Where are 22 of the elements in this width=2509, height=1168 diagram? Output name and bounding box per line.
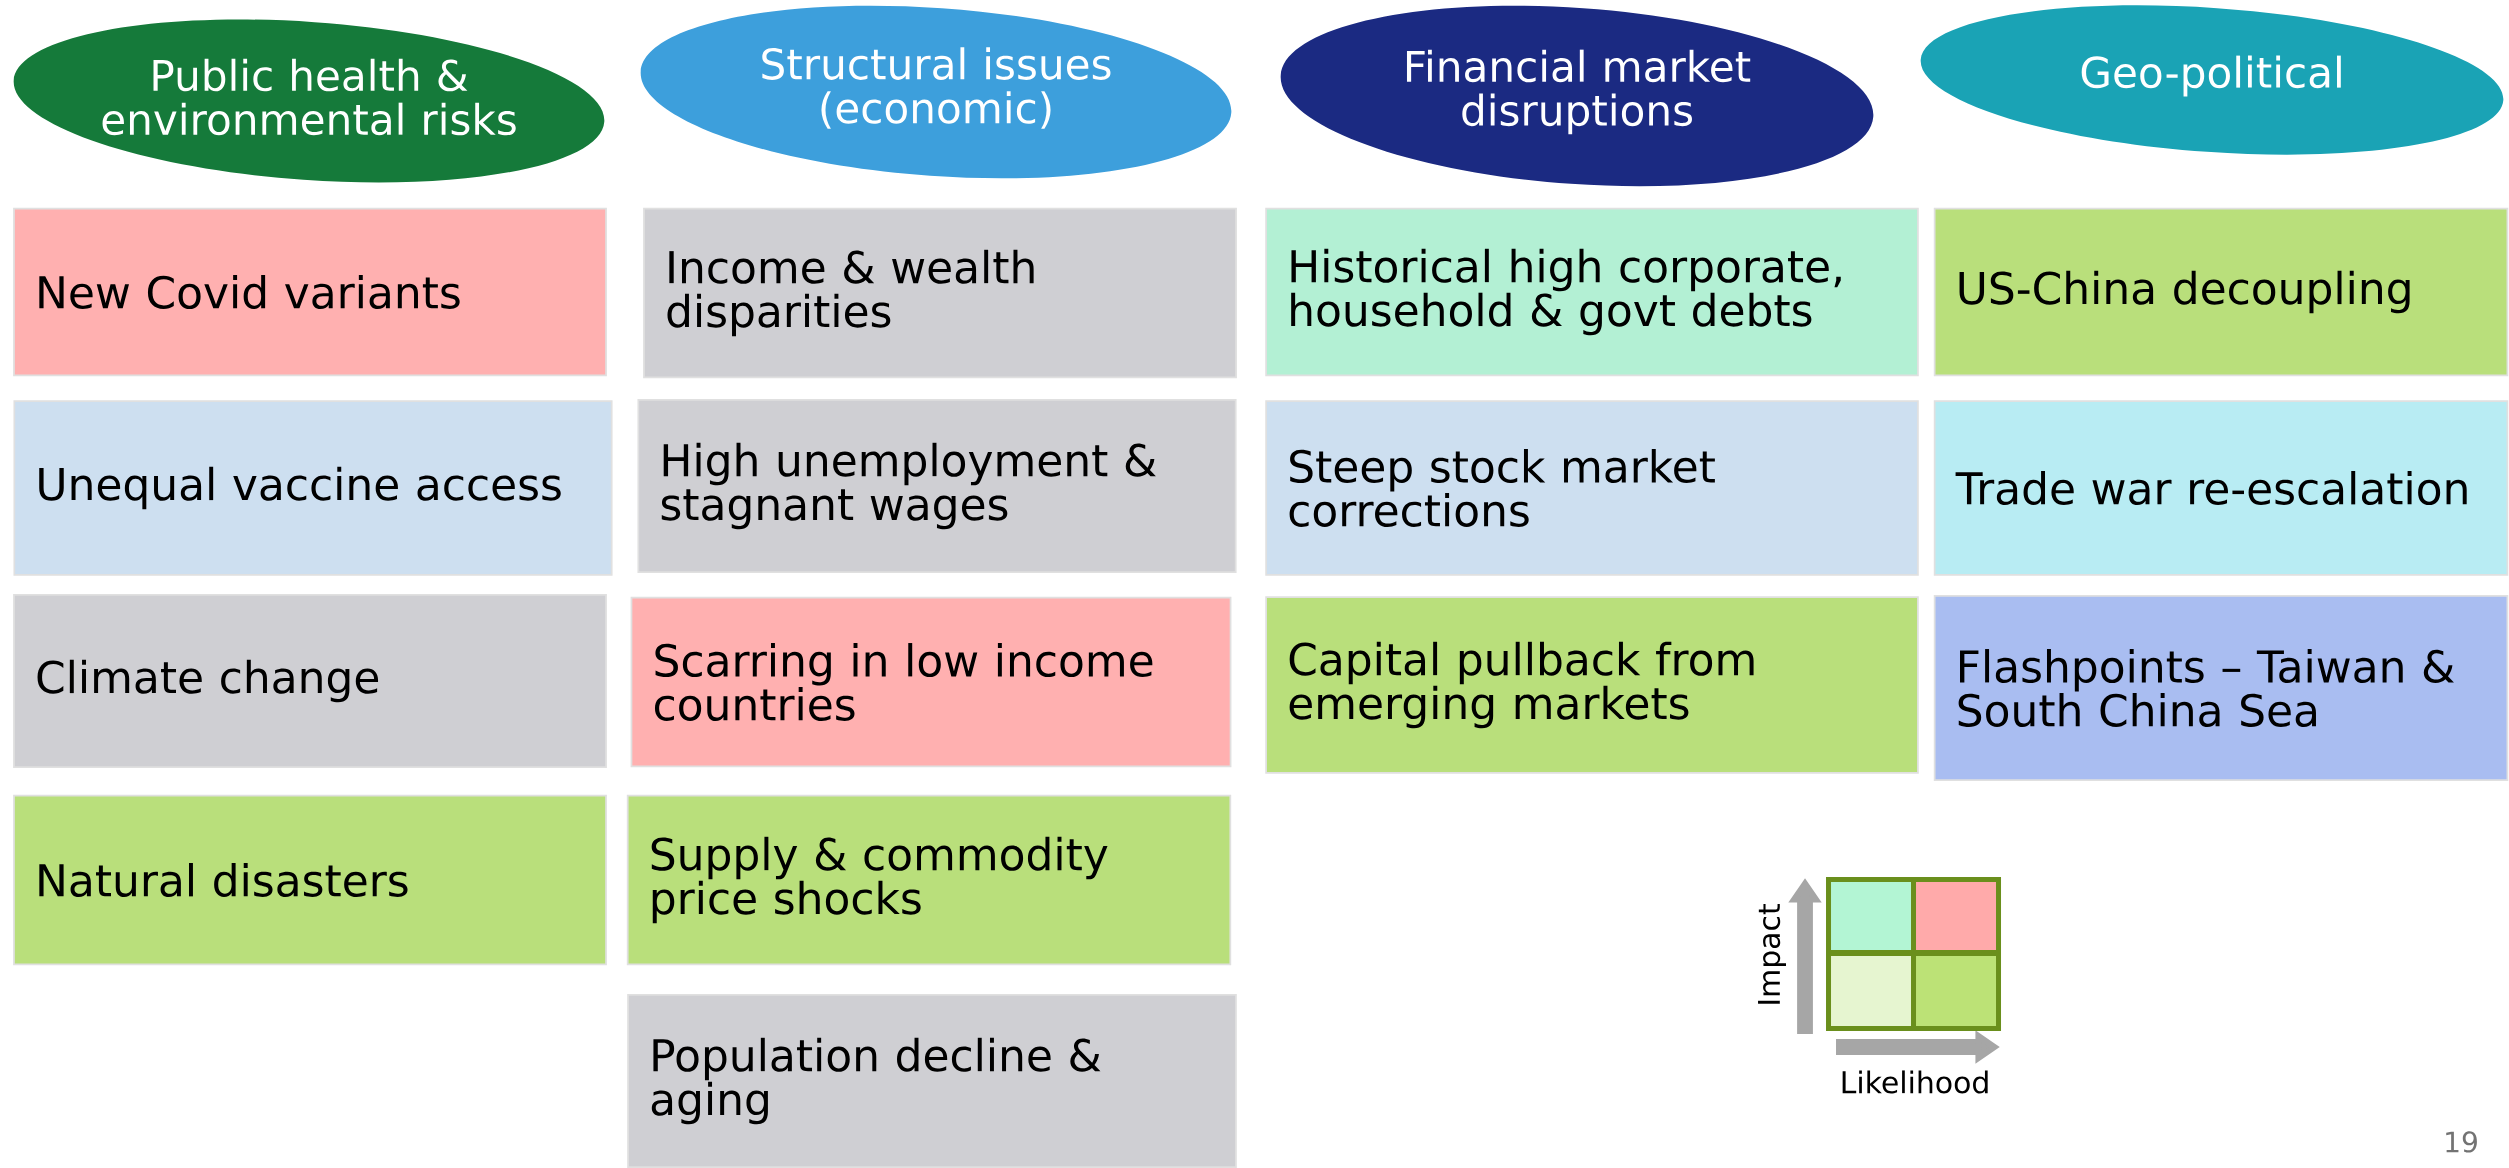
risk-box: Unequal vaccine access [13, 400, 613, 576]
risk-box: Income & wealth disparities [643, 207, 1237, 379]
risk-box: Trade war re-escalation [1933, 400, 2509, 576]
risk-box: Steep stock market corrections [1265, 400, 1919, 576]
axis-label: Likelihood [1842, 1070, 1988, 1094]
risk-box: New Covid variants [13, 207, 607, 377]
header-blob: Public health & environmental risks [13, 19, 605, 183]
risk-box: Flashpoints – Taiwan & South China Sea [1933, 594, 2509, 782]
header-blob: Financial market disruptions [1280, 5, 1874, 187]
risk-box: High unemployment & stagnant wages [637, 399, 1237, 573]
risk-box: Scarring in low income countries [630, 596, 1232, 768]
risk-box: Supply & commodity price shocks [626, 794, 1232, 966]
risk-box: Capital pullback from emerging markets [1265, 596, 1919, 774]
risk-box: Historical high corporate, household & govt debts [1265, 207, 1919, 377]
header-blob: Structural issues (economic) [640, 5, 1232, 179]
risk-box: US-China decoupling [1933, 207, 2509, 377]
risk-box: Climate change [13, 594, 607, 768]
risk-box: Natural disasters [13, 794, 607, 966]
page-number: 19 [2446, 1131, 2477, 1153]
header-blob: Geo-political [1920, 5, 2504, 155]
risk-box: Population decline & aging [627, 994, 1237, 1168]
axis-label: Impact [1758, 904, 1786, 1004]
